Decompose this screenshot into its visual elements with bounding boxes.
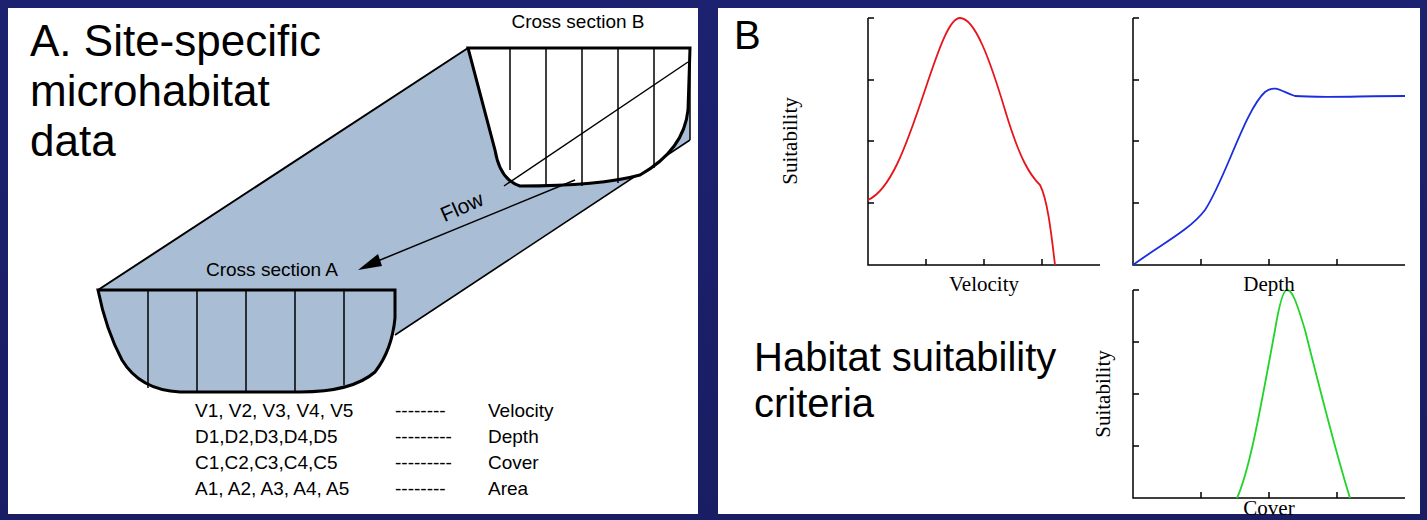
variable-list: A1, A2, A3, A4, A5: [195, 478, 349, 500]
section-label: Cross section B: [511, 11, 644, 33]
depth-curve: [1133, 89, 1405, 265]
variable-name: Depth: [488, 426, 539, 448]
panel: A. Site-specific microhabitat data: [8, 8, 698, 514]
panel-letter: B: [734, 12, 761, 58]
variable-name: Velocity: [488, 400, 553, 422]
dash-leader: --------: [395, 478, 446, 500]
axis-label: Suitability: [778, 97, 802, 185]
dash-leader: ---------: [395, 452, 452, 474]
dash-leader: ---------: [395, 426, 452, 448]
variable-list: D1,D2,D3,D4,D5: [195, 426, 338, 448]
chart-axes: [868, 18, 1405, 498]
axis-label: Velocity: [949, 272, 1019, 296]
velocity-curve: [868, 18, 1055, 265]
variable-name: Area: [488, 478, 528, 500]
axis-label: Cover: [1243, 496, 1294, 520]
dash-leader: --------: [395, 400, 446, 422]
panel-ground: [8, 8, 698, 514]
panel-heading: A. Site-specific microhabitat data: [30, 16, 360, 166]
section-label: Cross section A: [206, 259, 338, 281]
variable-name: Cover: [488, 452, 539, 474]
variable-list: C1,C2,C3,C4,C5: [195, 452, 338, 474]
panel-heading: Habitat suitability criteria: [754, 334, 1084, 426]
axis-label: Suitability: [1091, 350, 1115, 438]
panel: B Habitat suitability criteria: [718, 8, 1420, 514]
panel-ground: [718, 8, 1420, 514]
cover-curve: [1237, 290, 1350, 498]
variable-list: V1, V2, V3, V4, V5: [195, 400, 353, 422]
axis-label: Depth: [1243, 272, 1294, 296]
